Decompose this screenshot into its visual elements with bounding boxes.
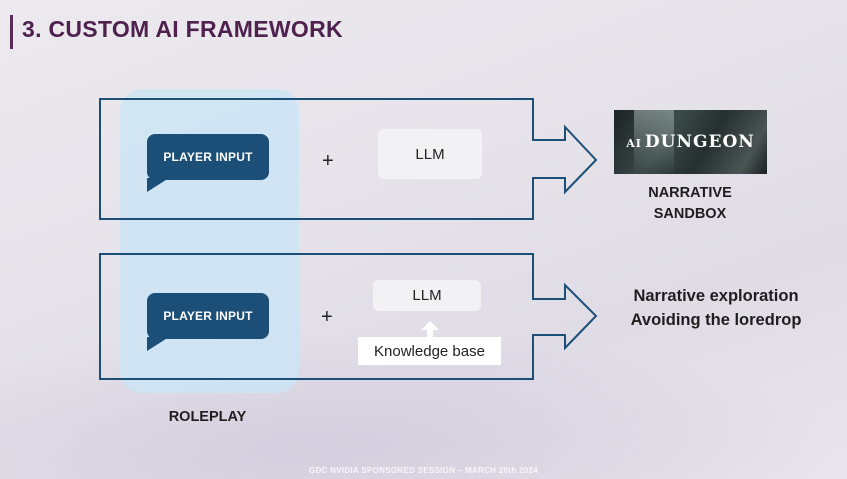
slide-title: 3. CUSTOM AI FRAMEWORK: [22, 16, 343, 42]
row2-outcome-line1: Narrative exploration: [633, 287, 799, 305]
row1-outcome-line2: SANDBOX: [653, 206, 727, 222]
row1-player-input-label: PLAYER INPUT: [163, 150, 253, 164]
row2-outcome: Narrative exploration Avoiding the lored…: [612, 284, 820, 332]
speech-tail-icon: [147, 337, 169, 351]
row2-llm-label: LLM: [412, 287, 442, 304]
row1-llm-box: LLM: [378, 129, 482, 179]
row2-player-input-bubble: PLAYER INPUT: [147, 293, 269, 351]
row2-player-input-label: PLAYER INPUT: [163, 309, 253, 323]
row2-plus-sign: +: [321, 306, 333, 328]
slide-footer: GDC NVIDIA SPONSORED SESSION – MARCH 20t…: [308, 466, 539, 475]
title-accent-bar: [10, 15, 13, 49]
roleplay-label: ROLEPLAY: [168, 409, 247, 425]
row2-llm-box: LLM: [373, 280, 481, 311]
knowledge-base-label: Knowledge base: [374, 342, 485, 360]
row1-outcome: NARRATIVE SANDBOX: [620, 183, 760, 225]
row1-arrow-frame: [99, 98, 598, 220]
row2-outcome-line2: Avoiding the loredrop: [630, 311, 802, 329]
row1-player-input-bubble: PLAYER INPUT: [147, 134, 269, 192]
up-arrow-icon: [421, 321, 439, 337]
speech-tail-icon: [147, 178, 169, 192]
row1-outcome-line1: NARRATIVE: [648, 185, 732, 201]
thumbnail-light: [634, 110, 674, 174]
row2-arrow-frame: [99, 253, 598, 380]
knowledge-base-box: Knowledge base: [358, 337, 501, 365]
row1-llm-label: LLM: [415, 145, 445, 163]
row1-plus-sign: +: [322, 150, 334, 172]
